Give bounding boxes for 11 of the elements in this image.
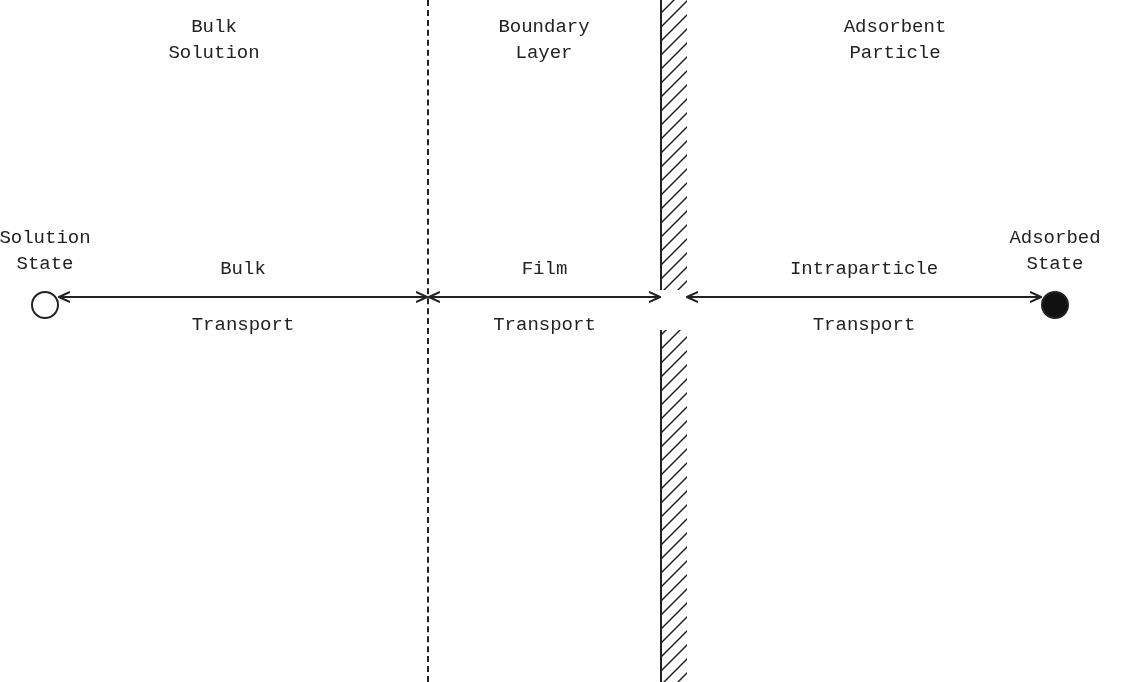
edge-label: Intraparticle Transport — [789, 257, 939, 338]
region-title: Adsorbent Particle — [842, 15, 948, 66]
double-arrow — [58, 291, 428, 303]
region-title: Bulk Solution — [167, 15, 261, 66]
edge-label: Film Transport — [493, 257, 596, 338]
double-arrow — [428, 291, 661, 303]
double-arrow — [686, 291, 1042, 303]
state-label: Adsorbed State — [1008, 226, 1102, 277]
state-label: Solution State — [0, 226, 92, 277]
edge-label: Bulk Transport — [191, 257, 295, 338]
region-title: Boundary Layer — [497, 15, 591, 66]
